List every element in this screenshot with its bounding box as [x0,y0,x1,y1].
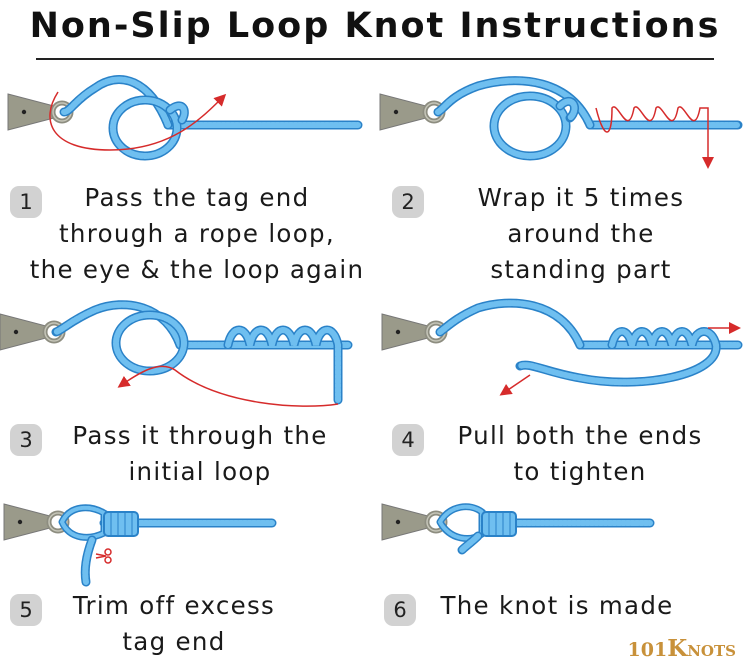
step-caption: Pull both the ends to tighten [430,418,730,490]
caption-line: initial loop [128,457,272,486]
caption-line: Pull both the ends [457,421,703,450]
step-number-badge: 5 [10,594,42,626]
page-title: Non-Slip Loop Knot Instructions [29,6,721,46]
arrow-icon [117,365,339,407]
caption-line: around the [507,219,655,248]
step-number-badge: 4 [392,424,424,456]
arrow-icon [595,106,714,169]
step-caption: Trim off excess tag end [46,588,302,660]
step-caption: Pass the tag end through a rope loop, th… [12,180,382,288]
caption-line: tag end [122,627,226,656]
step-6-illustration [382,504,655,555]
step-number-badge: 3 [10,424,42,456]
step-5-illustration [4,504,277,587]
brand-logo: 101KNOTS [628,635,736,662]
step-caption: Wrap it 5 times around the standing part [426,180,736,288]
caption-line: Pass the tag end [84,183,310,212]
step-3-illustration [0,300,353,407]
step-caption: The knot is made [424,588,690,624]
step-number-badge: 2 [392,186,424,218]
scissors-icon [95,548,112,564]
fish-hook-icon [382,504,445,540]
arrow-icon [499,374,531,396]
step-2-illustration [380,76,743,169]
caption-line: standing part [490,255,672,284]
step-1-illustration [8,75,363,161]
arrow-icon [49,91,227,151]
logo-digits: 101 [627,639,668,661]
fish-hook-icon [4,504,67,540]
logo-initial: K [667,635,688,662]
caption-line: The knot is made [440,591,674,620]
step-number-badge: 6 [384,594,416,626]
caption-line: Wrap it 5 times [477,183,685,212]
caption-line: through a rope loop, [59,219,335,248]
caption-line: Pass it through the [72,421,328,450]
step-caption: Pass it through the initial loop [50,418,350,490]
caption-line: to tighten [513,457,647,486]
logo-rest: NOTS [687,642,736,660]
caption-line: the eye & the loop again [29,255,365,284]
step-number-badge: 1 [10,186,42,218]
step-4-illustration [382,298,743,396]
caption-line: Trim off excess [72,591,276,620]
title-underline [36,58,714,60]
